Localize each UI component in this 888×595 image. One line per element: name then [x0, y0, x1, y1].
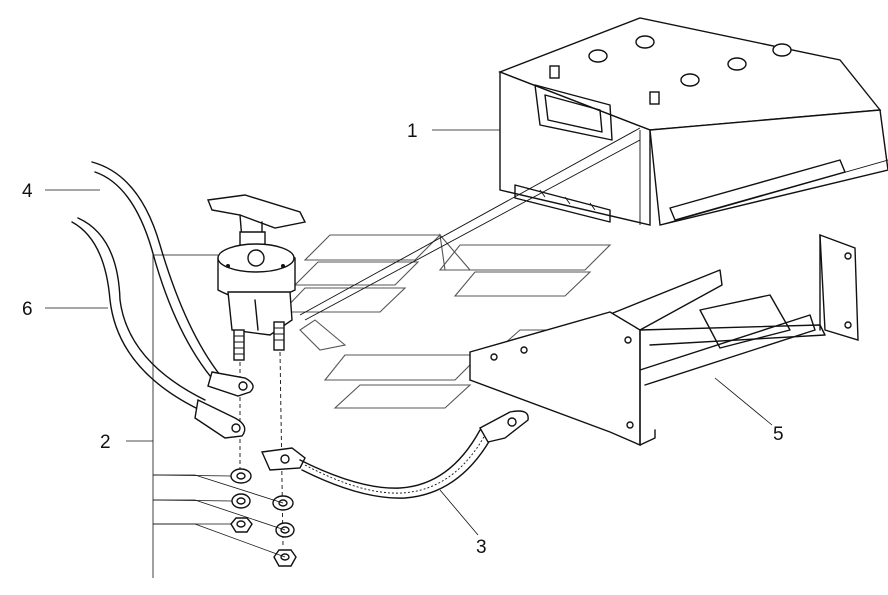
- callout-1: 1: [407, 121, 418, 142]
- lower-cable: [71, 217, 246, 439]
- battery-disconnect-switch: [207, 194, 307, 546]
- leader-lines: [45, 129, 773, 578]
- upper-cable: [91, 161, 254, 397]
- callout-3: 3: [476, 537, 487, 558]
- switch-to-battery-lines: [299, 127, 641, 321]
- battery-bracket: [469, 233, 859, 447]
- callout-2: 2: [100, 432, 111, 453]
- callout-4: 4: [22, 181, 33, 202]
- hardware-stack: [230, 468, 297, 567]
- callout-5: 5: [773, 424, 784, 445]
- callout-6: 6: [22, 299, 33, 320]
- battery: [498, 17, 888, 226]
- ground-strap: [260, 410, 529, 499]
